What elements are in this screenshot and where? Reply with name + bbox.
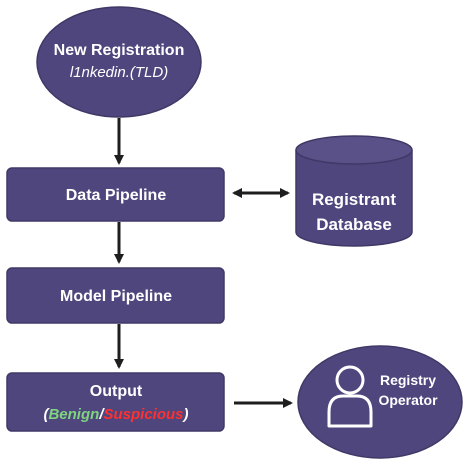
database-label-line2: Database — [316, 215, 392, 234]
model-pipeline-node: Model Pipeline — [6, 267, 225, 324]
data-pipeline-node: Data Pipeline — [6, 167, 225, 222]
output-close-paren: ) — [182, 406, 189, 423]
new-registration-node: New Registration l1nkedin.(TLD) — [36, 6, 202, 118]
registry-operator-label-line1: Registry — [380, 372, 436, 388]
registry-operator-label-line2: Operator — [378, 392, 438, 408]
output-suspicious-label: Suspicious — [103, 406, 183, 423]
output-slash: / — [98, 406, 105, 423]
output-benign-label: Benign — [48, 406, 99, 423]
registry-operator-node: Registry Operator — [297, 345, 463, 459]
output-open-paren: ( — [43, 406, 50, 423]
data-pipeline-label: Data Pipeline — [66, 187, 167, 204]
model-pipeline-label: Model Pipeline — [60, 288, 172, 305]
new-registration-title: New Registration — [54, 42, 185, 59]
new-registration-domain: l1nkedin.(TLD) — [70, 64, 168, 81]
person-icon — [327, 365, 373, 428]
output-node: Output (Benign/Suspicious) — [6, 372, 225, 432]
output-classification: (Benign/Suspicious) — [43, 406, 188, 423]
output-label: Output — [90, 383, 143, 400]
registrant-database-node: Registrant Database — [295, 135, 413, 247]
database-label-line1: Registrant — [312, 190, 396, 209]
